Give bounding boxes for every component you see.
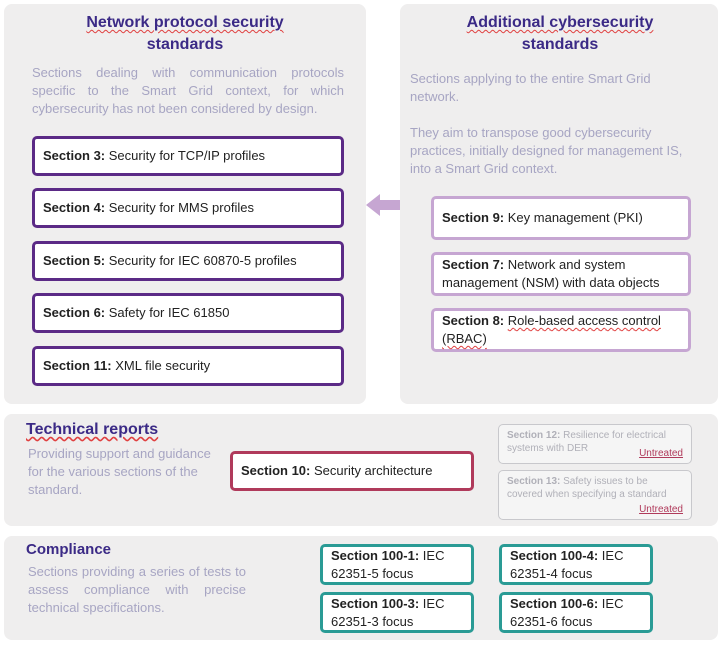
section-4-label: Section 4: bbox=[43, 200, 106, 215]
section-100-4-text: IEC 62351-4 focus bbox=[510, 547, 624, 581]
section-100-3-box[interactable]: Section 100-3: IEC 62351-3 focus bbox=[320, 592, 474, 633]
technical-reports-title: Technical reports bbox=[26, 421, 158, 439]
left-arrow-icon bbox=[366, 194, 402, 216]
section-3-label: Section 3: bbox=[43, 148, 106, 163]
network-title-line1: Network protocol security bbox=[86, 14, 284, 31]
section-100-6-label: Section 100-6: bbox=[510, 595, 599, 611]
section-100-4-label: Section 100-4: bbox=[510, 547, 599, 563]
section-12-label: Section 12: bbox=[507, 430, 561, 441]
section-12-text: Resilience for electrical systems with D… bbox=[507, 430, 666, 454]
section-9-box[interactable]: Section 9: Key management (PKI) bbox=[431, 196, 691, 240]
network-title-line2: standards bbox=[146, 36, 224, 53]
technical-reports-title-text: Technical reports bbox=[26, 421, 159, 438]
section-7-text: Network and system management (NSM) with… bbox=[442, 257, 660, 290]
section-12-status: Untreated bbox=[639, 448, 683, 459]
section-5-box[interactable]: Section 5: Security for IEC 60870-5 prof… bbox=[32, 241, 344, 281]
additional-description-2: They aim to transpose good cybersecurity… bbox=[410, 125, 683, 176]
section-13-status: Untreated bbox=[639, 504, 683, 515]
section-100-4-box[interactable]: Section 100-4: IEC 62351-4 focus bbox=[499, 544, 653, 585]
section-11-label: Section 11: bbox=[43, 358, 112, 373]
section-100-3-label: Section 100-3: bbox=[331, 595, 420, 611]
section-5-text: Security for IEC 60870-5 profiles bbox=[108, 253, 297, 268]
section-10-text: Security architecture bbox=[313, 463, 433, 478]
section-9-label: Section 9: bbox=[442, 210, 505, 225]
section-7-label: Section 7: bbox=[442, 257, 505, 272]
compliance-title: Compliance bbox=[26, 541, 112, 558]
section-11-box[interactable]: Section 11: XML file security bbox=[32, 346, 344, 386]
section-6-text: Safety for IEC 61850 bbox=[108, 305, 230, 320]
section-100-3-text: IEC 62351-3 focus bbox=[331, 595, 445, 629]
network-description: Sections dealing with communication prot… bbox=[32, 65, 344, 116]
section-12-box[interactable]: Section 12: Resilience for electrical sy… bbox=[498, 424, 692, 464]
additional-cybersecurity-title: Additional cybersecurity standards bbox=[408, 12, 712, 56]
section-3-text: Security for TCP/IP profiles bbox=[108, 148, 266, 163]
section-9-text: Key management (PKI) bbox=[507, 210, 643, 225]
section-100-6-text: IEC 62351-6 focus bbox=[510, 595, 624, 629]
network-protocol-title: Network protocol security standards bbox=[14, 12, 356, 56]
section-11-text: XML file security bbox=[115, 358, 211, 373]
section-5-label: Section 5: bbox=[43, 253, 106, 268]
section-100-1-box[interactable]: Section 100-1: IEC 62351-5 focus bbox=[320, 544, 474, 585]
section-13-box[interactable]: Section 13: Safety issues to be covered … bbox=[498, 470, 692, 520]
additional-description-1: Sections applying to the entire Smart Gr… bbox=[410, 71, 651, 104]
section-100-1-label: Section 100-1: bbox=[331, 547, 420, 563]
section-10-box[interactable]: Section 10: Security architecture bbox=[230, 451, 474, 491]
compliance-description: Sections providing a series of tests to … bbox=[28, 564, 246, 615]
additional-title-line2: standards bbox=[521, 36, 599, 53]
technical-description: Providing support and guidance for the v… bbox=[28, 446, 211, 497]
section-8-box[interactable]: Section 8: Role-based access control (RB… bbox=[431, 308, 691, 352]
section-4-text: Security for MMS profiles bbox=[108, 200, 254, 215]
section-13-label: Section 13: bbox=[507, 476, 561, 487]
section-100-6-box[interactable]: Section 100-6: IEC 62351-6 focus bbox=[499, 592, 653, 633]
section-7-box[interactable]: Section 7: Network and system management… bbox=[431, 252, 691, 296]
section-6-label: Section 6: bbox=[43, 305, 106, 320]
section-3-box[interactable]: Section 3: Security for TCP/IP profiles bbox=[32, 136, 344, 176]
additional-title-line1: Additional cybersecurity bbox=[466, 14, 654, 31]
section-100-1-text: IEC 62351-5 focus bbox=[331, 547, 445, 581]
section-10-label: Section 10: bbox=[241, 463, 311, 478]
section-6-box[interactable]: Section 6: Safety for IEC 61850 bbox=[32, 293, 344, 333]
section-13-text: Safety issues to be covered when specify… bbox=[507, 476, 667, 500]
section-8-text: Role-based access control (RBAC) bbox=[442, 313, 661, 346]
section-8-label: Section 8: bbox=[442, 313, 505, 328]
section-4-box[interactable]: Section 4: Security for MMS profiles bbox=[32, 188, 344, 228]
